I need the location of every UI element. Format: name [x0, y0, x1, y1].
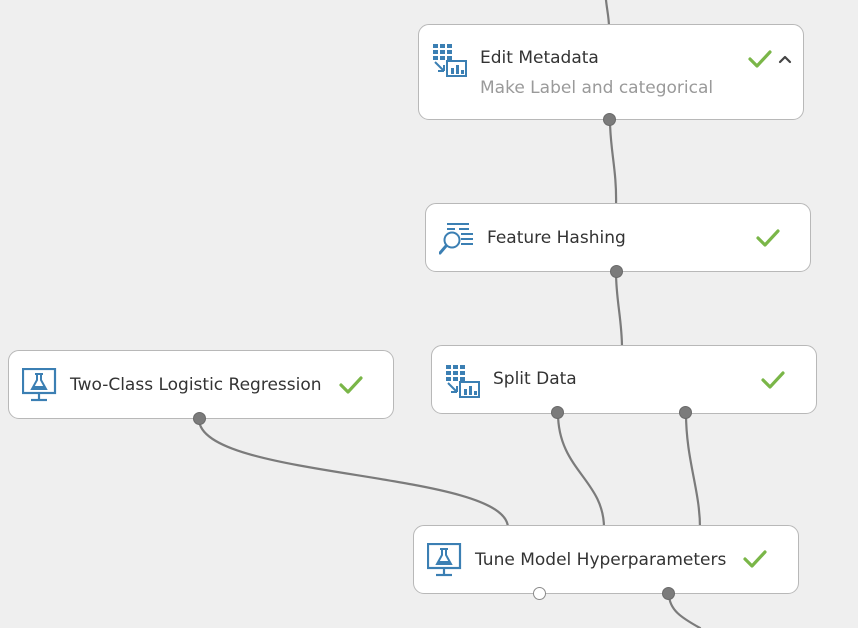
module-title: Edit Metadata — [480, 48, 599, 68]
connector-top-to-edit-metadata — [604, 0, 611, 29]
connector-split-left-to-tune — [556, 411, 606, 530]
module-edit-metadata[interactable]: Edit Metadata Make Label and categorical — [418, 24, 804, 120]
module-subtitle: Make Label and categorical — [480, 78, 714, 98]
checkmark-icon — [761, 371, 785, 389]
connector-tune-output — [667, 592, 702, 628]
module-title: Split Data — [493, 369, 577, 389]
checkmark-icon — [743, 550, 767, 568]
feature-search-icon — [439, 223, 473, 255]
module-title: Two-Class Logistic Regression — [70, 375, 322, 395]
connector-regression-to-tune — [197, 417, 510, 530]
module-title: Tune Model Hyperparameters — [475, 550, 727, 570]
grid-chart-icon — [433, 44, 467, 77]
output-port-tune-model-1[interactable] — [533, 587, 546, 600]
flask-monitor-icon — [22, 368, 57, 402]
module-two-class-logistic-regression[interactable]: Two-Class Logistic Regression — [8, 350, 394, 419]
module-feature-hashing[interactable]: Feature Hashing — [425, 203, 811, 272]
connector-split-right-to-tune — [684, 411, 702, 530]
output-port-split-data-2[interactable] — [679, 406, 692, 419]
module-title: Feature Hashing — [487, 228, 626, 248]
module-split-data[interactable]: Split Data — [431, 345, 817, 414]
output-port-tune-model-2[interactable] — [662, 587, 675, 600]
output-port-logistic-regression[interactable] — [193, 412, 206, 425]
checkmark-icon — [756, 229, 780, 247]
output-port-split-data-1[interactable] — [551, 406, 564, 419]
flask-monitor-icon — [427, 543, 462, 577]
module-tune-model-hyperparameters[interactable]: Tune Model Hyperparameters — [413, 525, 799, 594]
grid-chart-icon — [446, 365, 480, 398]
connector-edit-metadata-to-feature-hashing — [608, 118, 618, 208]
connector-feature-hashing-to-split-data — [614, 270, 624, 350]
checkmark-icon — [339, 376, 363, 394]
collapse-caret-icon[interactable] — [778, 54, 792, 64]
checkmark-icon — [748, 50, 772, 68]
output-port-edit-metadata[interactable] — [603, 113, 616, 126]
output-port-feature-hashing[interactable] — [610, 265, 623, 278]
